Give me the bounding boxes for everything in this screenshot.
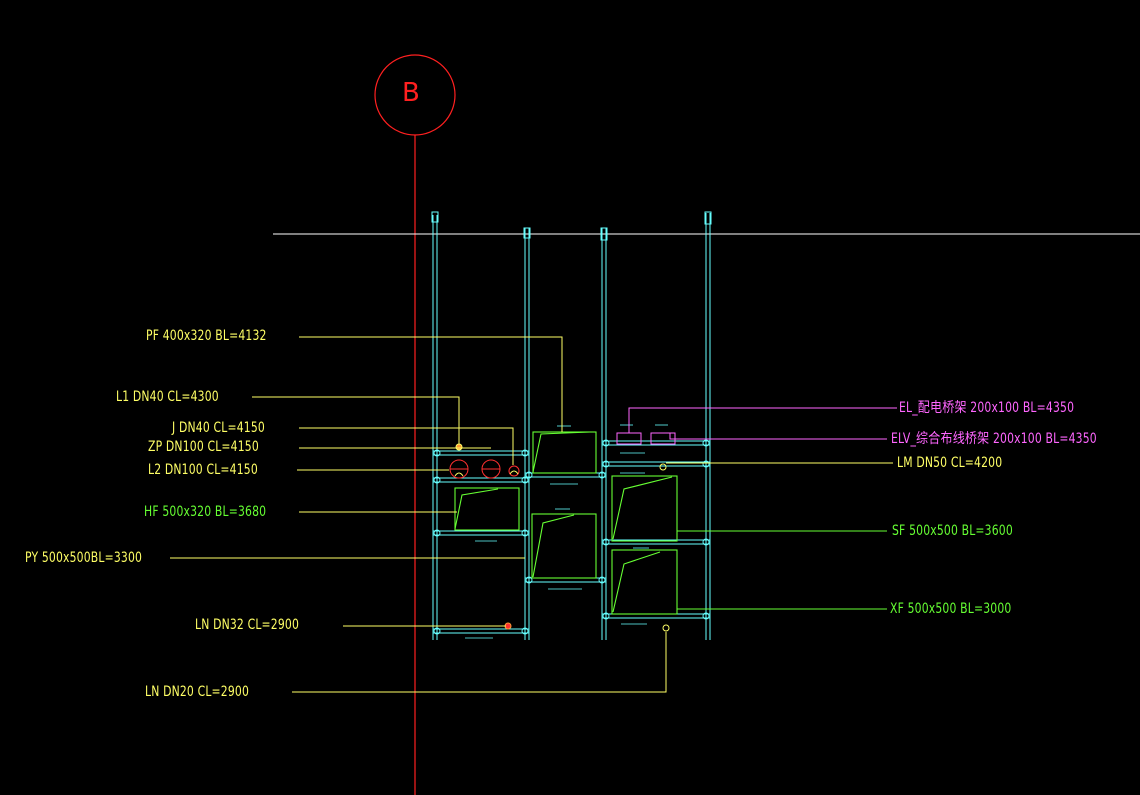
- callout-ln-dn20: LN DN20 CL=2900: [145, 684, 250, 700]
- grid-axis-b: [374, 54, 456, 795]
- callout-pf: PF 400x320 BL=4132: [146, 328, 267, 344]
- callout-ln-dn32: LN DN32 CL=2900: [195, 617, 300, 633]
- cable-trays: [616, 432, 676, 445]
- leader-lines-yellow: [170, 336, 893, 693]
- callout-l1: L1 DN40 CL=4300: [116, 389, 219, 405]
- callout-j: J DN40 CL=4150: [172, 420, 265, 436]
- callout-el: EL_配电桥架 200x100 BL=4350: [899, 400, 1075, 416]
- callout-sf: SF 500x500 BL=3600: [892, 523, 1013, 539]
- support-frame: [431, 211, 712, 640]
- ducts: [454, 431, 678, 615]
- callout-zp: ZP DN100 CL=4150: [148, 439, 259, 455]
- callout-elv: ELV_综合布线桥架 200x100 BL=4350: [891, 431, 1097, 447]
- leader-lines-green: [677, 530, 887, 610]
- grid-axis-label: B: [402, 78, 420, 108]
- callout-xf: XF 500x500 BL=3000: [890, 601, 1012, 617]
- pipes: [449, 443, 670, 632]
- callout-l2: L2 DN100 CL=4150: [148, 462, 258, 478]
- callout-lm: LM DN50 CL=4200: [897, 455, 1003, 471]
- leader-lines-magenta: [628, 407, 897, 440]
- callout-hf: HF 500x320 BL=3680: [144, 504, 267, 520]
- callout-py: PY 500x500BL=3300: [25, 550, 143, 566]
